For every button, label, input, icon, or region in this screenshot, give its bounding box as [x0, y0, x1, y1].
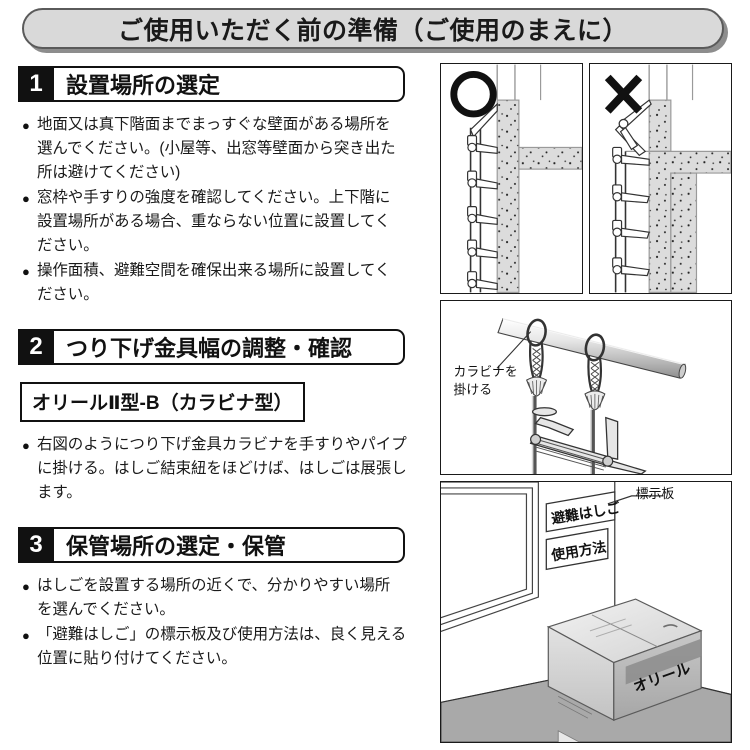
section-title-1: 設置場所の選定: [66, 73, 221, 98]
storage-callout-signboard: 標示板: [636, 486, 675, 501]
bullet-text: 窓枠や手すりの強度を確認してください。上下階に 設置場所がある場合、重ならない位…: [37, 189, 391, 254]
carabiner-callout-line2: 掛ける: [454, 382, 493, 397]
section-title-box-2: つり下げ金具幅の調整・確認: [52, 329, 405, 365]
bullet-text: 操作面積、避難空間を確保出来る場所に設置してく ださい。: [37, 262, 391, 303]
bullet-marker-icon: ●: [22, 579, 30, 594]
section-title-box-1: 設置場所の選定: [52, 66, 405, 102]
bullet-text: 「避難はしご」の標示板及び使用方法は、良く見える 位置に貼り付けてください。: [37, 626, 407, 667]
bullet-item: ● 「避難はしご」の標示板及び使用方法は、良く見える 位置に貼り付けてください。: [22, 623, 418, 671]
section-title-3: 保管場所の選定・保管: [66, 534, 287, 559]
bullet-text: 地面又は真下階面までまっすぐな壁面がある場所を 選んでください。(小屋等、出窓等…: [37, 116, 396, 181]
instruction-column: 1 設置場所の選定 ● 地面又は真下階面までまっすぐな壁面がある場所を 選んでく…: [18, 66, 418, 672]
section-header-1: 1 設置場所の選定: [18, 66, 418, 102]
bullet-item: ● 窓枠や手すりの強度を確認してください。上下階に 設置場所がある場合、重ならな…: [22, 186, 418, 258]
bullet-marker-icon: ●: [22, 438, 30, 453]
section-bullets-2: ● 右図のようにつり下げ金具カラビナを手すりやパイプ に掛ける。はしご結束紐をほ…: [18, 431, 418, 505]
model-name-label: オリールⅡ型-B（カラビナ型）: [32, 393, 293, 414]
section-bullets-3: ● はしごを設置する場所の近くで、分かりやすい場所 を選んでください。 ● 「避…: [18, 572, 418, 671]
illustration-panel-storage: 避難はしご 使用方法 標示板: [440, 481, 732, 743]
section-header-3: 3 保管場所の選定・保管: [18, 527, 418, 563]
section-number-3: 3: [18, 527, 54, 563]
carabiner-callout-line1: カラビナを: [454, 364, 518, 379]
illustration-panel-incorrect: [589, 63, 732, 294]
section-bullets-1: ● 地面又は真下階面までまっすぐな壁面がある場所を 選んでください。(小屋等、出…: [18, 111, 418, 307]
title-pill: ご使用いただく前の準備（ご使用のまえに）: [22, 8, 724, 49]
illustration-panel-carabiner: カラビナを 掛ける: [440, 300, 732, 475]
bullet-item: ● 右図のようにつり下げ金具カラビナを手すりやパイプ に掛ける。はしご結束紐をほ…: [22, 433, 418, 505]
page-title: ご使用いただく前の準備（ご使用のまえに）: [117, 16, 628, 45]
section-number-2: 2: [18, 329, 54, 365]
bullet-marker-icon: ●: [22, 191, 30, 206]
section-title-box-3: 保管場所の選定・保管: [52, 527, 405, 563]
bullet-marker-icon: ●: [22, 118, 30, 133]
bullet-item: ● 操作面積、避難空間を確保出来る場所に設置してく ださい。: [22, 259, 418, 307]
page-title-banner: ご使用いただく前の準備（ご使用のまえに）: [22, 8, 728, 53]
bullet-marker-icon: ●: [22, 264, 30, 279]
bullet-marker-icon: ●: [22, 628, 30, 643]
bullet-item: ● 地面又は真下階面までまっすぐな壁面がある場所を 選んでください。(小屋等、出…: [22, 113, 418, 185]
section-header-2: 2 つり下げ金具幅の調整・確認: [18, 329, 418, 365]
section-number-1: 1: [18, 66, 54, 102]
section-title-2: つり下げ金具幅の調整・確認: [66, 336, 353, 361]
bullet-text: 右図のようにつり下げ金具カラビナを手すりやパイプ に掛ける。はしご結束紐をほどけ…: [37, 436, 407, 501]
bullet-text: はしごを設置する場所の近くで、分かりやすい場所 を選んでください。: [37, 577, 391, 618]
illustration-panel-correct: [440, 63, 583, 294]
model-name-box: オリールⅡ型-B（カラビナ型）: [20, 382, 305, 422]
bullet-item: ● はしごを設置する場所の近くで、分かりやすい場所 を選んでください。: [22, 574, 418, 622]
